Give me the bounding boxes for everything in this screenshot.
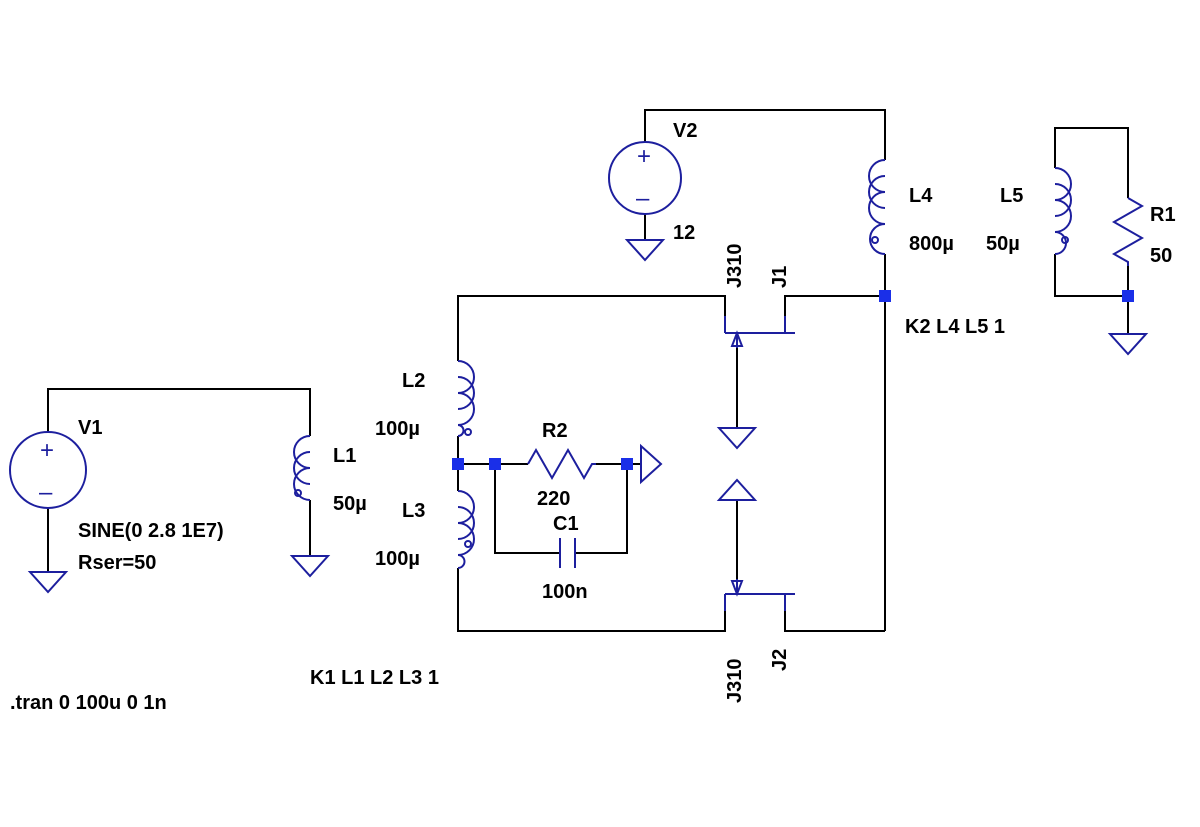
ground-j1-source[interactable] (716, 427, 758, 450)
dot-icon (871, 236, 879, 244)
wire-l2-top-j1-gate[interactable] (457, 295, 726, 361)
wire-c1-left[interactable] (494, 464, 560, 554)
label-j2-name: J2 (769, 649, 791, 671)
ground-icon (1107, 333, 1149, 356)
ground-icon (289, 555, 331, 578)
label-j1-model: J310 (724, 244, 746, 289)
ground-icon (716, 427, 758, 450)
dot-icon (464, 428, 472, 436)
label-r1-name: R1 (1150, 204, 1176, 226)
ground-v2[interactable] (624, 239, 666, 262)
capacitor-c1[interactable] (559, 538, 576, 568)
dot-icon (294, 489, 302, 497)
label-l4-name: L4 (909, 185, 933, 207)
node-center[interactable] (452, 458, 464, 470)
label-v2-name: V2 (673, 120, 697, 142)
label-l3-name: L3 (402, 500, 425, 522)
label-v1-value: SINE(0 2.8 1E7) (78, 520, 224, 542)
wire-l3-bottom-j2-gate[interactable] (457, 568, 726, 632)
voltage-source-v2[interactable]: + – (608, 141, 682, 215)
directive-k1[interactable]: K1 L1 L2 L3 1 (310, 667, 439, 689)
voltage-source-v1[interactable]: + – (9, 431, 87, 509)
source-circle-icon (608, 141, 682, 215)
jfet-j2[interactable] (724, 579, 795, 611)
label-l1-name: L1 (333, 445, 356, 467)
wire-j2-drain[interactable] (784, 611, 885, 632)
label-l1-value: 50µ (333, 493, 367, 515)
wire-v1-top[interactable] (47, 388, 311, 436)
wire-j1-drain[interactable] (784, 295, 885, 316)
wire-output-bottom[interactable] (1054, 254, 1129, 297)
inductor-l1[interactable] (293, 435, 311, 501)
node-output[interactable] (1122, 290, 1134, 302)
component-labels: V1 SINE(0 2.8 1E7) Rser=50 L1 50µ L2 100… (78, 120, 1176, 703)
ground-v1[interactable] (27, 571, 69, 594)
label-r2-name: R2 (542, 420, 568, 442)
dot-icon (1061, 236, 1069, 244)
ground-l1[interactable] (289, 555, 331, 578)
jfet-j1[interactable] (724, 316, 795, 348)
label-l2-value: 100µ (375, 418, 420, 440)
ground-icon (640, 443, 663, 485)
label-r2-value: 220 (537, 488, 570, 510)
ground-r1[interactable] (1107, 333, 1149, 356)
minus-sign: – (39, 479, 53, 506)
plus-sign: + (40, 437, 54, 464)
ground-icon (27, 571, 69, 594)
label-v1-rser: Rser=50 (78, 552, 156, 574)
resistor-r2[interactable] (527, 447, 596, 481)
ground-j2-source[interactable] (716, 478, 758, 501)
ground-icon (716, 478, 758, 501)
label-l5-name: L5 (1000, 185, 1023, 207)
node-r2-right[interactable] (621, 458, 633, 470)
gate-arrow-icon (730, 580, 744, 597)
label-l4-value: 800µ (909, 233, 954, 255)
label-l5-value: 50µ (986, 233, 1020, 255)
label-l2-name: L2 (402, 370, 425, 392)
inductor-l3[interactable] (457, 490, 475, 569)
inductor-l4[interactable] (868, 159, 886, 255)
label-r1-value: 50 (1150, 245, 1172, 267)
inductor-l5[interactable] (1054, 167, 1072, 255)
directive-k2[interactable]: K2 L4 L5 1 (905, 316, 1005, 338)
ground-icon (624, 239, 666, 262)
label-j2-model: J310 (724, 659, 746, 704)
label-v2-value: 12 (673, 222, 695, 244)
minus-sign: – (636, 185, 650, 212)
node-drain[interactable] (879, 290, 891, 302)
resistor-r1[interactable] (1111, 197, 1145, 266)
inductor-l2[interactable] (457, 360, 475, 437)
wire-c1-right[interactable] (575, 464, 628, 554)
wire-output-top[interactable] (1054, 127, 1129, 198)
label-c1-value: 100n (542, 581, 588, 603)
ground-r2[interactable] (640, 443, 663, 485)
wires (47, 109, 1129, 632)
dot-icon (464, 540, 472, 548)
directive-tran[interactable]: .tran 0 100u 0 1n (10, 692, 167, 714)
label-j1-name: J1 (769, 266, 791, 288)
label-l3-value: 100µ (375, 548, 420, 570)
spice-directives: K2 L4 L5 1 K1 L1 L2 L3 1 .tran 0 100u 0 … (10, 316, 1005, 714)
wire-v2-top[interactable] (644, 109, 886, 160)
junction-nodes (452, 290, 1134, 470)
node-r2-left[interactable] (489, 458, 501, 470)
gate-arrow-icon (730, 330, 744, 347)
label-v1-name: V1 (78, 417, 102, 439)
label-c1-name: C1 (553, 513, 579, 535)
plus-sign: + (637, 143, 651, 170)
